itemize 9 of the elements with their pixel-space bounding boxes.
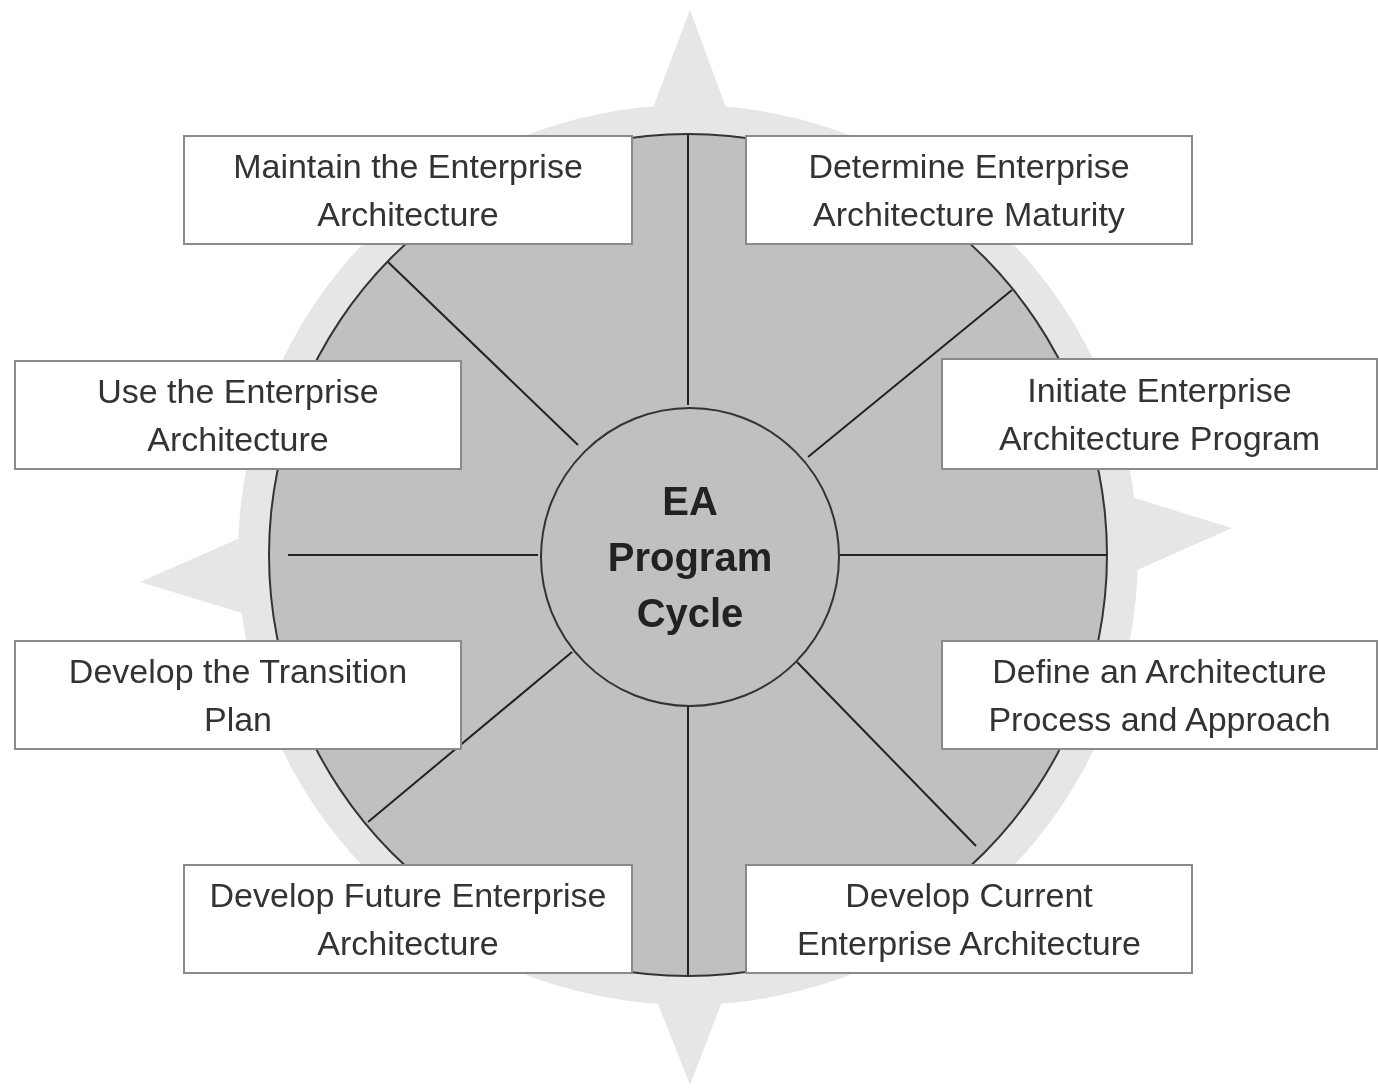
hub-title: EA Program Cycle [606,478,774,637]
phase-box: Initiate Enterprise Architecture Program [941,358,1378,470]
phase-box: Define an Architecture Process and Approach [941,640,1378,750]
phase-box: Develop Current Enterprise Architecture [745,864,1193,974]
phase-box: Maintain the Enterprise Architecture [183,135,633,245]
phase-box: Develop the Transition Plan [14,640,462,750]
phase-box: Develop Future Enterprise Architecture [183,864,633,974]
phase-box: Determine Enterprise Architecture Maturity [745,135,1193,245]
phase-box: Use the Enterprise Architecture [14,360,462,470]
